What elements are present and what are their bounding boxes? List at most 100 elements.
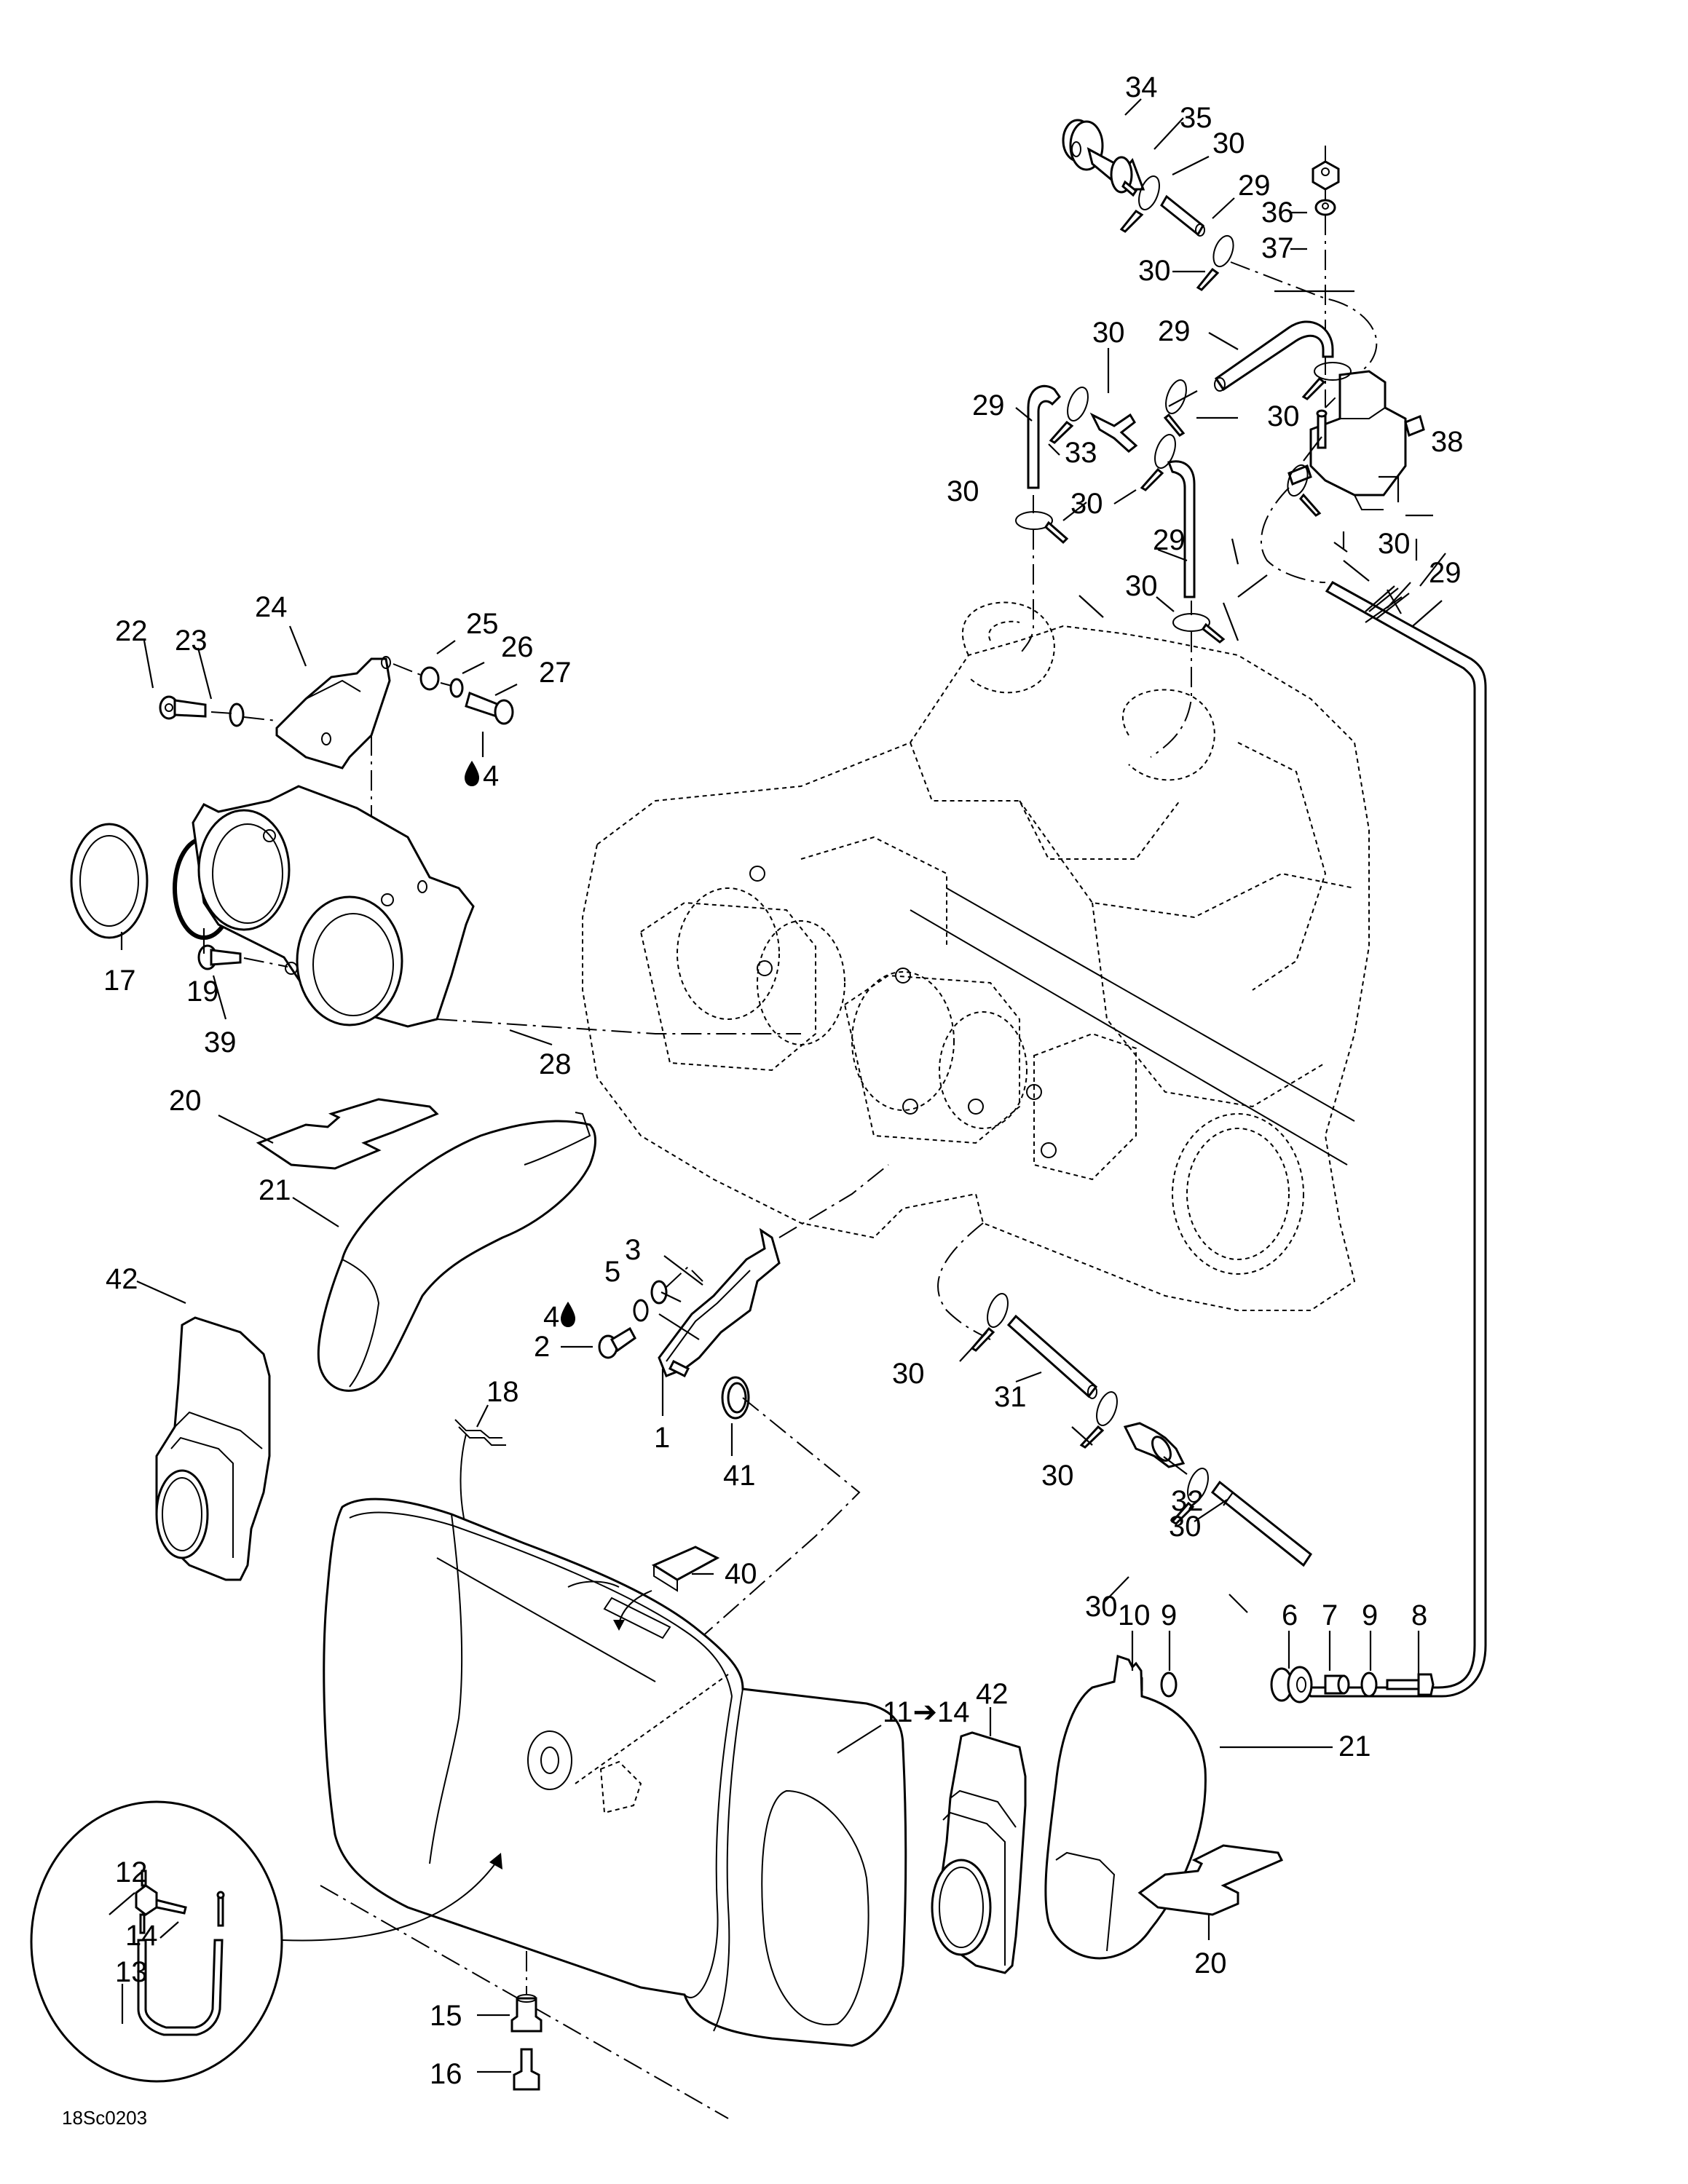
callout-18[interactable]: 18: [486, 1376, 519, 1408]
callout-7[interactable]: 7: [1322, 1599, 1338, 1631]
callout-33[interactable]: 33: [1065, 437, 1097, 469]
callout-25[interactable]: 25: [466, 608, 499, 640]
part-29-hose-end[interactable]: [1210, 1480, 1313, 1567]
callout-29[interactable]: 29: [972, 389, 1005, 422]
part-30-tie-clamp[interactable]: [1119, 173, 1163, 233]
part-16-plug[interactable]: [513, 2048, 540, 2091]
part-14-fitting[interactable]: [216, 1891, 225, 1927]
callout-30[interactable]: 30: [1138, 255, 1171, 287]
part-18-clip[interactable]: [454, 1419, 506, 1446]
part-21-duct[interactable]: [1044, 1655, 1207, 1960]
part-40-clip[interactable]: [651, 1546, 720, 1592]
callout-16[interactable]: 16: [430, 2058, 462, 2090]
part-9-washer[interactable]: [1160, 1671, 1178, 1698]
part-17-seal-ring[interactable]: [70, 823, 149, 939]
callout-30[interactable]: 30: [1125, 570, 1158, 602]
part-5-lock-washer[interactable]: [633, 1299, 649, 1322]
part-25-washer[interactable]: [419, 666, 440, 691]
callout-29[interactable]: 29: [1153, 524, 1186, 556]
callout-19[interactable]: 19: [186, 976, 219, 1008]
part-28-adaptor-plate[interactable]: [192, 785, 475, 1028]
callout-23[interactable]: 23: [175, 625, 208, 657]
callout-15[interactable]: 15: [430, 2000, 462, 2032]
part-27-screw[interactable]: [465, 691, 514, 725]
part-7-sleeve[interactable]: [1324, 1674, 1350, 1695]
part-23-washer[interactable]: [229, 703, 245, 727]
callout-30[interactable]: 30: [1378, 528, 1411, 560]
part-1-bracket[interactable]: [658, 1227, 781, 1378]
part-30-tie-clamp[interactable]: [1196, 233, 1237, 291]
part-30-tie-clamp[interactable]: [1079, 1389, 1121, 1449]
callout-38[interactable]: 38: [1431, 426, 1464, 458]
part-42-intake-adaptor[interactable]: [155, 1316, 271, 1581]
part-32-filter[interactable]: [1123, 1422, 1186, 1468]
part-30-tie-clamp[interactable]: [1015, 511, 1069, 545]
part-6-grommet[interactable]: [1270, 1666, 1313, 1704]
part-2-screw[interactable]: [598, 1326, 636, 1359]
callout-11-14[interactable]: 11➔14: [883, 1696, 970, 1728]
callout-41[interactable]: 41: [723, 1460, 756, 1492]
callout-13[interactable]: 13: [115, 1956, 148, 1988]
part-20-gasket[interactable]: [256, 1098, 439, 1170]
callout-10[interactable]: 10: [1118, 1599, 1151, 1631]
callout-37[interactable]: 37: [1261, 232, 1294, 264]
callout-9[interactable]: 9: [1161, 1599, 1177, 1631]
callout-31[interactable]: 31: [994, 1381, 1027, 1413]
part-29-hose[interactable]: [1167, 460, 1196, 598]
callout-30[interactable]: 30: [1070, 488, 1103, 520]
part-3-washer[interactable]: [650, 1280, 668, 1305]
callout-21[interactable]: 21: [1338, 1730, 1371, 1762]
callout-39[interactable]: 39: [204, 1026, 237, 1059]
callout-24[interactable]: 24: [255, 591, 288, 623]
callout-30[interactable]: 30: [1212, 127, 1245, 159]
part-30-tie-clamp[interactable]: [1284, 462, 1322, 517]
part-15-adapter[interactable]: [510, 1994, 543, 2033]
part-36-nut[interactable]: [1312, 160, 1340, 191]
callout-14[interactable]: 14: [125, 1920, 158, 1952]
part-34-cap[interactable]: [1062, 119, 1104, 171]
callout-32[interactable]: 32: [1171, 1485, 1204, 1517]
part-41-grommet[interactable]: [721, 1376, 750, 1420]
part-29-hose[interactable]: [1027, 384, 1061, 489]
callout-42[interactable]: 42: [976, 1678, 1009, 1710]
part-31-hose[interactable]: [1006, 1314, 1098, 1399]
callout-5[interactable]: 5: [604, 1256, 620, 1288]
callout-21[interactable]: 21: [259, 1174, 291, 1206]
callout-30[interactable]: 30: [1085, 1591, 1118, 1623]
part-33-tee-fitting[interactable]: [1089, 412, 1138, 453]
callout-27[interactable]: 27: [539, 657, 572, 689]
callout-6[interactable]: 6: [1282, 1599, 1298, 1631]
part-30-tie-clamp[interactable]: [1140, 432, 1179, 491]
part-37-washer[interactable]: [1314, 199, 1336, 216]
part-29-hose[interactable]: [1160, 194, 1205, 237]
callout-2[interactable]: 2: [534, 1331, 550, 1363]
callout-36[interactable]: 36: [1261, 197, 1294, 229]
part-30-tie-clamp[interactable]: [1170, 1465, 1212, 1525]
callout-35[interactable]: 35: [1180, 102, 1212, 134]
part-8-bolt[interactable]: [1386, 1673, 1435, 1696]
part-38-solenoid[interactable]: [1287, 370, 1425, 510]
part-30-tie-clamp[interactable]: [1301, 362, 1352, 400]
callout-40[interactable]: 40: [725, 1558, 757, 1590]
callout-28[interactable]: 28: [539, 1048, 572, 1080]
callout-1[interactable]: 1: [654, 1422, 670, 1454]
callout-30[interactable]: 30: [892, 1358, 925, 1390]
callout-8[interactable]: 8: [1411, 1599, 1427, 1631]
callout-29[interactable]: 29: [1429, 557, 1462, 589]
callout-30[interactable]: 30: [1092, 317, 1125, 349]
callout-9[interactable]: 9: [1362, 1599, 1378, 1631]
part-24-bracket[interactable]: [275, 656, 391, 769]
part-9-washer[interactable]: [1360, 1671, 1378, 1698]
callout-29[interactable]: 29: [1158, 315, 1191, 347]
callout-30[interactable]: 30: [1041, 1460, 1074, 1492]
part-30-tie-clamp[interactable]: [1049, 384, 1092, 444]
part-26-lock-washer[interactable]: [449, 678, 464, 698]
callout-26[interactable]: 26: [501, 631, 534, 663]
part-22-screw[interactable]: [159, 695, 207, 720]
part-30-tie-clamp[interactable]: [1162, 377, 1191, 437]
callout-30[interactable]: 30: [1169, 1511, 1202, 1543]
part-42-intake-adaptor[interactable]: [931, 1731, 1027, 1974]
part-11-14-air-silencer[interactable]: [323, 1497, 907, 2047]
callout-20[interactable]: 20: [1194, 1947, 1227, 1979]
part-29-hose[interactable]: [1301, 581, 1487, 1698]
